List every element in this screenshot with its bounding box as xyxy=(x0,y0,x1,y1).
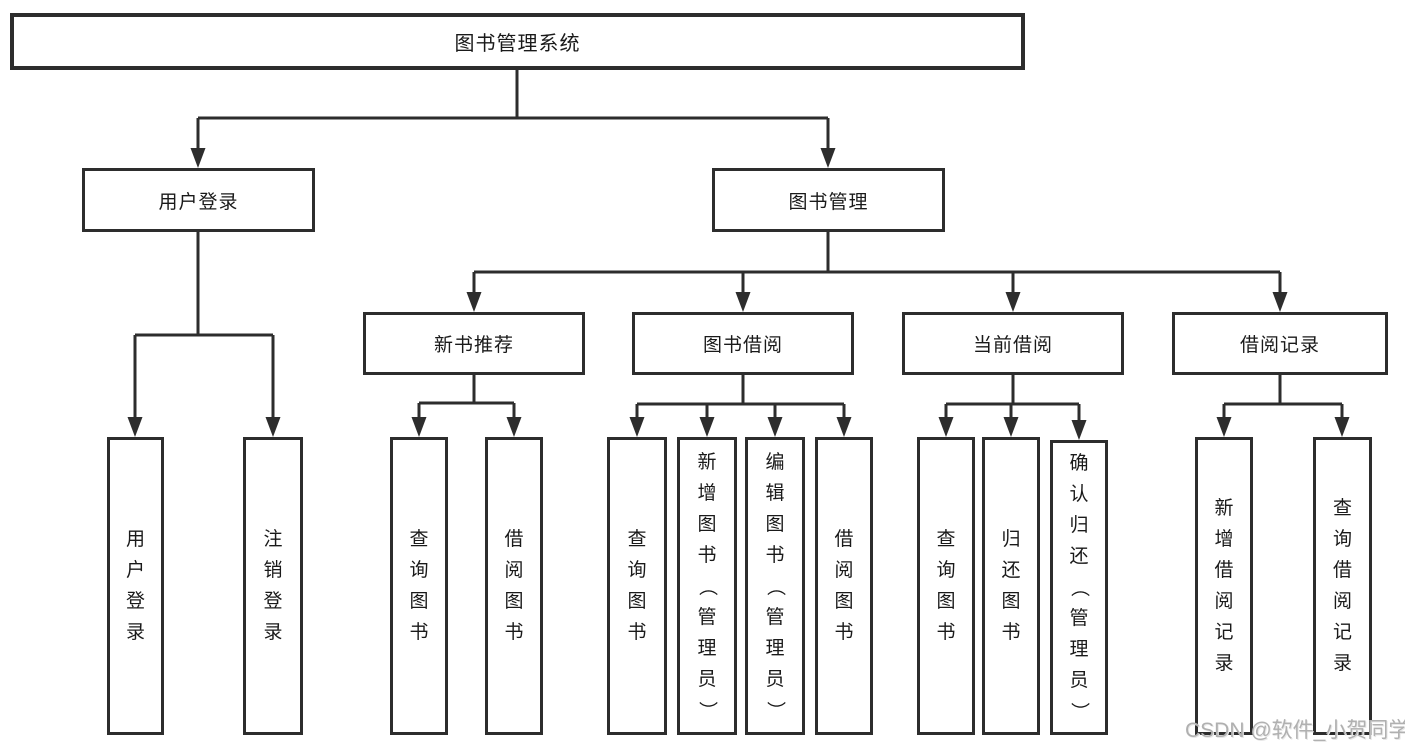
leaf-user-login: 用户登录 xyxy=(107,437,164,735)
leaf-edit-book-admin: 编辑图书（管理员） xyxy=(745,437,805,735)
leaf-query-books-recommend: 查询图书 xyxy=(390,437,448,735)
leaf-logout: 注销登录 xyxy=(243,437,303,735)
node-book-management: 图书管理 xyxy=(712,168,945,232)
leaf-query-borrow-record: 查询借阅记录 xyxy=(1313,437,1372,735)
arrowheads xyxy=(127,148,1350,440)
leaf-borrow-books-borrowing: 借阅图书 xyxy=(815,437,873,735)
leaf-add-borrow-record: 新增借阅记录 xyxy=(1195,437,1253,735)
leaf-query-books-borrowing: 查询图书 xyxy=(607,437,667,735)
node-borrowing-records: 借阅记录 xyxy=(1172,312,1388,375)
node-library-management-system: 图书管理系统 xyxy=(10,13,1025,70)
node-book-borrowing: 图书借阅 xyxy=(632,312,854,375)
leaf-confirm-return-admin: 确认归还（管理员） xyxy=(1050,440,1108,735)
leaf-query-books-current: 查询图书 xyxy=(917,437,975,735)
csdn-watermark: CSDN @软件_小贺同学 xyxy=(1185,719,1405,742)
leaf-borrow-books-recommend: 借阅图书 xyxy=(485,437,543,735)
node-new-book-recommendation: 新书推荐 xyxy=(363,312,585,375)
leaf-add-book-admin: 新增图书（管理员） xyxy=(677,437,737,735)
leaf-return-book: 归还图书 xyxy=(982,437,1040,735)
node-user-login: 用户登录 xyxy=(82,168,315,232)
node-current-borrowing: 当前借阅 xyxy=(902,312,1124,375)
